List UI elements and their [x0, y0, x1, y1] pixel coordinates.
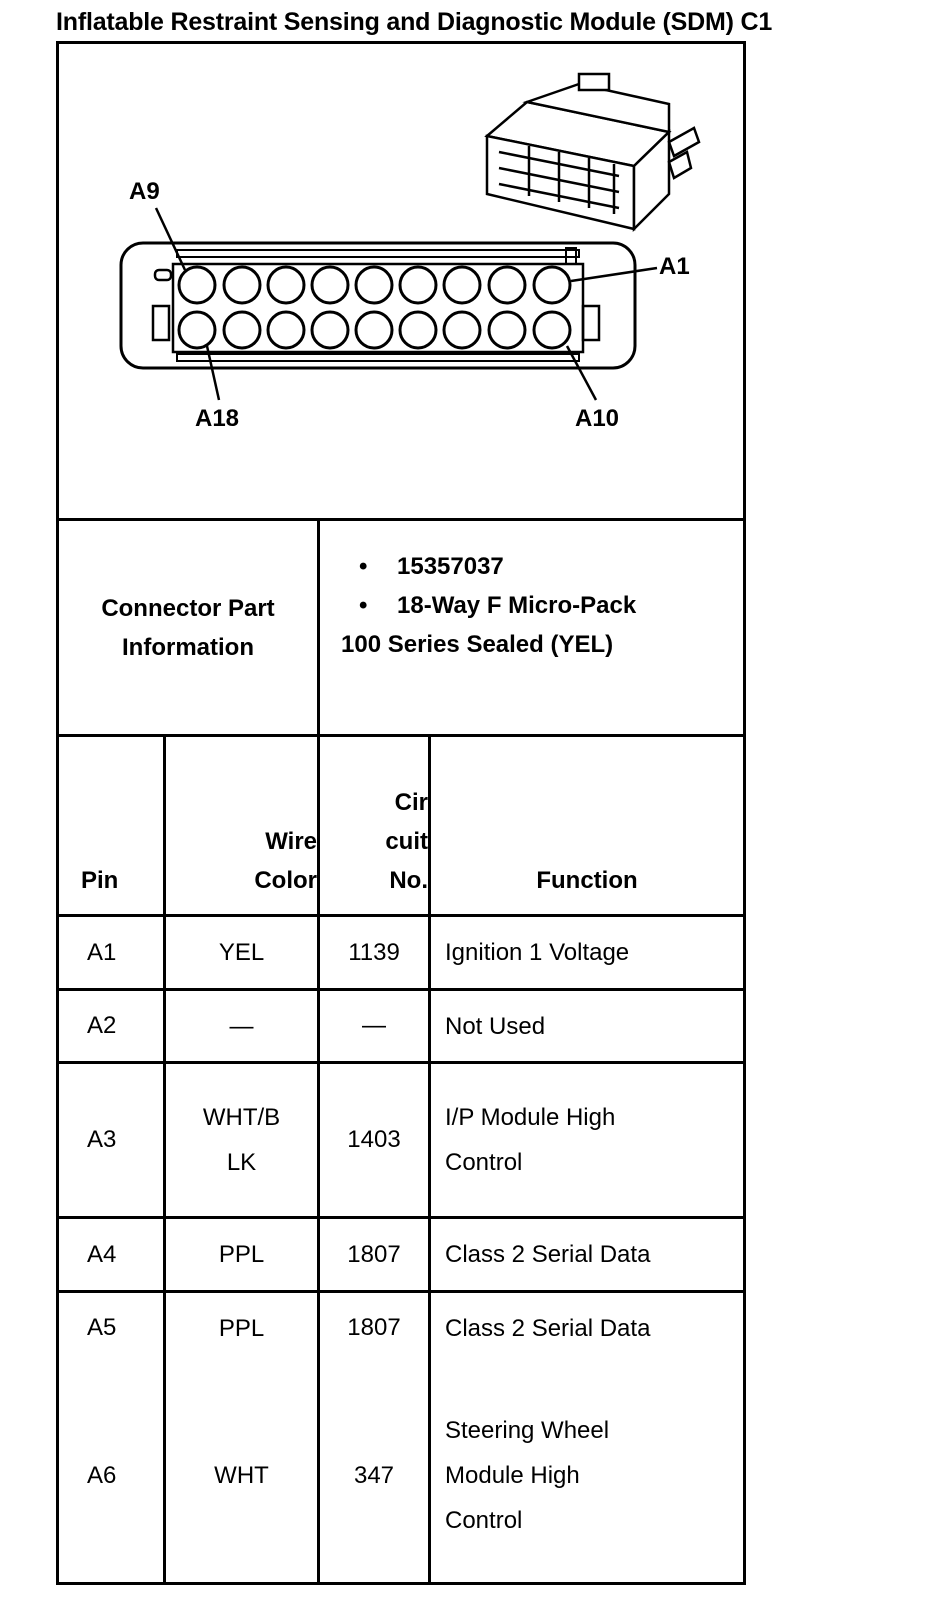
- wire-color-cell: —: [229, 1012, 254, 1040]
- pin-a18: [177, 310, 217, 350]
- divider: [428, 734, 431, 1585]
- pin-cell: A4: [87, 1240, 117, 1268]
- connector-info-label-line2: Information: [122, 633, 254, 661]
- connector-info-label: Connector Part Information: [59, 521, 317, 734]
- pin-cell: A5: [87, 1314, 117, 1341]
- header-circuit-no: Cir cuit No.: [385, 789, 428, 894]
- function-cell: Class 2 Serial Data: [445, 1314, 651, 1342]
- leader-lines: [154, 207, 658, 401]
- header-wire-color: Wire Color: [254, 828, 317, 894]
- wire-color-cell: WHT: [214, 1462, 269, 1489]
- connector-3d-icon: [484, 72, 701, 233]
- connector-face: [119, 241, 637, 370]
- pin-cell: A2: [87, 1012, 117, 1039]
- pin-a9: [177, 265, 217, 305]
- function-cell: Ignition 1 Voltage: [445, 939, 630, 966]
- connector-info-label-line1: Connector Part: [101, 594, 275, 622]
- divider: [59, 1290, 743, 1293]
- circuit-cell: 347: [353, 1461, 395, 1489]
- divider: [59, 734, 743, 737]
- pin-a1: [532, 265, 572, 305]
- circuit-cell: —: [362, 1012, 386, 1039]
- connector-info-details: •15357037 •18-Way F Micro-Pack 100 Serie…: [341, 547, 737, 664]
- connector-type: •18-Way F Micro-Pack: [359, 592, 637, 619]
- pin-cell: A1: [87, 938, 117, 966]
- wire-color-cell: YEL: [218, 939, 265, 966]
- function-cell: Class 2 Serial Data: [445, 1241, 651, 1268]
- divider: [59, 518, 743, 521]
- divider: [59, 988, 743, 991]
- label-a1: A1: [659, 253, 690, 280]
- wire-color-cell: PPL: [218, 1314, 265, 1342]
- part-number: •15357037: [359, 553, 504, 580]
- divider: [59, 1216, 743, 1219]
- label-a9: A9: [129, 178, 160, 205]
- wire-color-cell: PPL: [218, 1241, 265, 1268]
- pin-cell: A3: [87, 1126, 117, 1153]
- page-title: Inflatable Restraint Sensing and Diagnos…: [56, 8, 773, 36]
- divider: [59, 914, 743, 917]
- header-function: Function: [536, 867, 638, 894]
- label-a18: A18: [195, 405, 239, 432]
- divider: [163, 734, 166, 1585]
- circuit-cell: 1139: [348, 938, 400, 966]
- divider: [59, 1061, 743, 1064]
- function-cell: Not Used: [445, 1012, 546, 1040]
- connector-series: 100 Series Sealed (YEL): [341, 631, 614, 658]
- divider: [317, 518, 320, 1585]
- circuit-cell: 1807: [347, 1240, 401, 1268]
- pin-a10: [532, 310, 572, 350]
- circuit-cell: 1807: [347, 1314, 401, 1341]
- circuit-cell: 1403: [347, 1126, 401, 1153]
- label-a10: A10: [575, 405, 619, 432]
- connector-pins: [177, 265, 572, 350]
- connector-diagram: A9 A1 A18 A10: [119, 72, 701, 432]
- connector-table-frame: A9 A1 A18 A10 Connector Part Information…: [56, 41, 746, 1585]
- pin-cell: A6: [87, 1461, 117, 1489]
- header-pin: Pin: [81, 867, 119, 894]
